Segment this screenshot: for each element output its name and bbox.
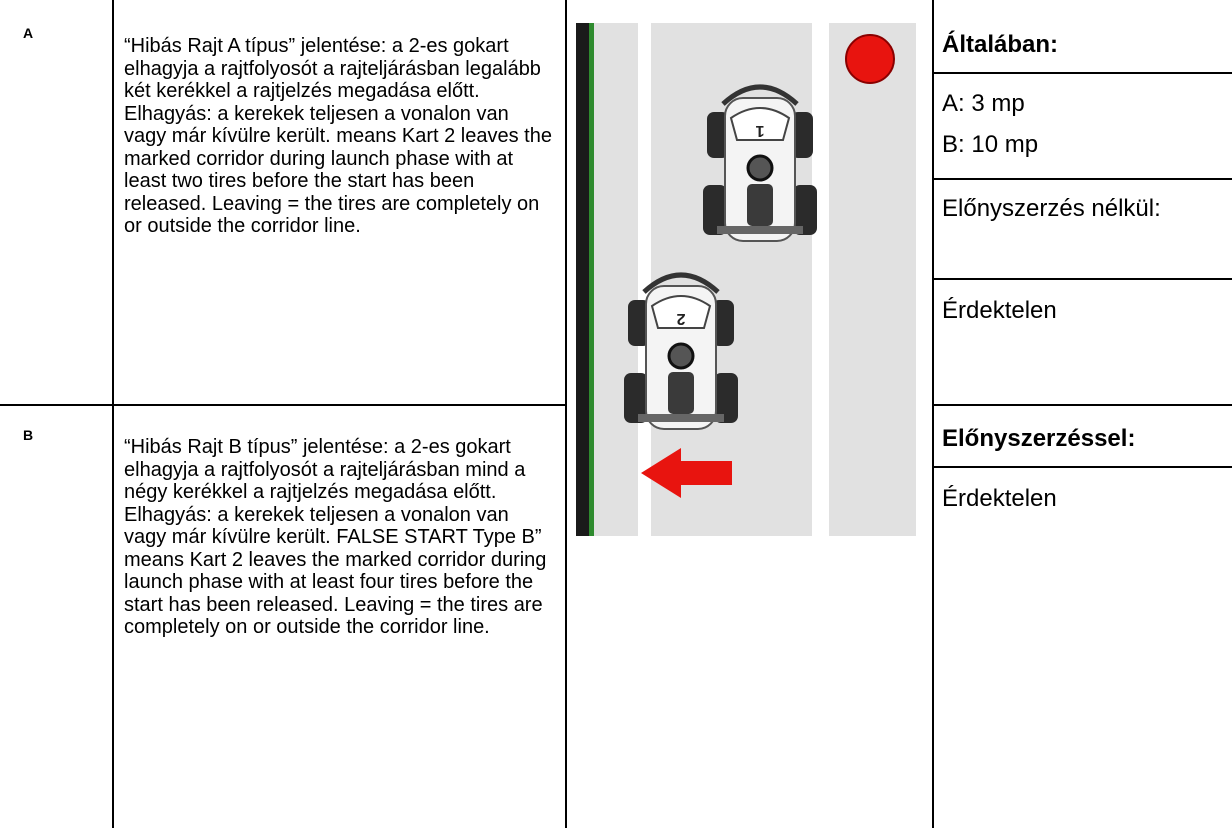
right-divider-1 [932, 72, 1232, 74]
general-heading: Általában: [942, 31, 1059, 58]
false-start-illustration: 1 2 [576, 23, 916, 536]
row-a-description: “Hibás Rajt A típus” jelentése: a 2-es g… [124, 35, 552, 237]
row-a-label: A [23, 25, 34, 41]
right-divider-2 [932, 178, 1232, 180]
lane-right [829, 23, 916, 536]
start-signal-light [845, 34, 895, 84]
track-edge-green [589, 23, 594, 536]
table-border-left [112, 0, 114, 828]
kart-2-number: 2 [676, 310, 685, 327]
kart-2: 2 [624, 272, 738, 430]
row-b-description: “Hibás Rajt B típus” jelentése: a 2-es g… [124, 436, 547, 638]
penalty-a: A: 3 mp [942, 90, 1025, 117]
row-b-label: B [23, 427, 34, 443]
right-divider-5 [932, 466, 1232, 468]
right-divider-3 [932, 278, 1232, 280]
kart-1-number: 1 [755, 122, 764, 139]
with-advantage-heading: Előnyszerzéssel: [942, 425, 1136, 452]
right-divider-4 [932, 404, 1232, 406]
table-border-mid [565, 0, 567, 828]
penalty-b: B: 10 mp [942, 131, 1039, 158]
no-advantage-heading: Előnyszerzés nélkül: [942, 195, 1161, 222]
no-advantage-value: Érdektelen [942, 297, 1057, 324]
row-divider-ab [0, 404, 566, 406]
with-advantage-value: Érdektelen [942, 485, 1057, 512]
table-border-right [932, 0, 934, 828]
track-edge-dark [576, 23, 591, 536]
kart-1: 1 [703, 84, 817, 242]
lane-left [594, 23, 638, 536]
direction-arrow-icon [641, 448, 732, 498]
